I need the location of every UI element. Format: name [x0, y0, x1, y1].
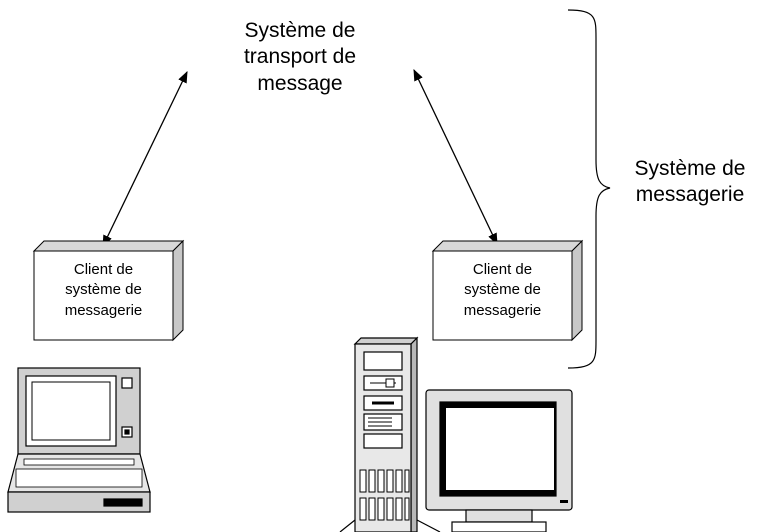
- client-left-label: Client de système de messagerie: [64, 261, 143, 319]
- messaging-system-label: Système de messagerie: [634, 157, 746, 207]
- transport-system-label: Système de transport de message: [243, 19, 357, 95]
- messaging-system-brace: [567, 9, 611, 369]
- client-box-right: [431, 239, 584, 342]
- monitor-icon: [425, 389, 573, 532]
- arrow-left: [102, 70, 188, 248]
- laptop-icon: [7, 367, 151, 513]
- client-box-left: [32, 239, 185, 342]
- client-right-label: Client de système de messagerie: [463, 261, 542, 319]
- arrow-right: [413, 68, 498, 246]
- desktop-computer-icon: [339, 336, 441, 532]
